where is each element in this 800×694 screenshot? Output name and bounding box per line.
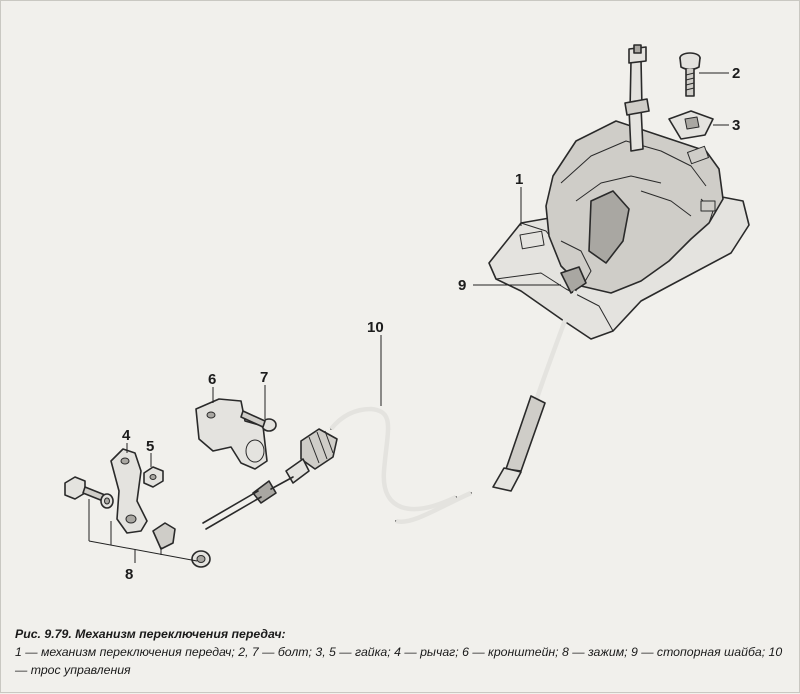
callout-4: 4 — [122, 427, 131, 444]
callout-6: 6 — [208, 371, 216, 388]
nut-3 — [668, 110, 714, 140]
lever-4 — [110, 448, 148, 534]
callout-9: 9 — [458, 277, 466, 294]
clamp-8-parts — [64, 476, 211, 568]
callout-5: 5 — [146, 438, 154, 455]
callout-7: 7 — [260, 369, 268, 386]
caption-title: Рис. 9.79. Механизм переключения передач… — [15, 627, 286, 641]
bracket-6 — [195, 398, 268, 470]
figure-caption: Рис. 9.79. Механизм переключения передач… — [15, 625, 791, 679]
leader-lines — [88, 72, 729, 563]
callout-2: 2 — [732, 65, 740, 82]
gear-shift-mechanism — [488, 44, 750, 340]
caption-text: 1 — механизм переключения передач; 2, 7 … — [15, 645, 783, 677]
callout-3: 3 — [732, 117, 740, 134]
bolt-2 — [679, 52, 701, 97]
control-cable — [202, 290, 579, 530]
callout-1: 1 — [515, 171, 523, 188]
nut-5 — [143, 466, 164, 488]
callout-8: 8 — [125, 566, 133, 583]
callout-10: 10 — [367, 319, 384, 336]
bolt-7 — [240, 410, 277, 432]
